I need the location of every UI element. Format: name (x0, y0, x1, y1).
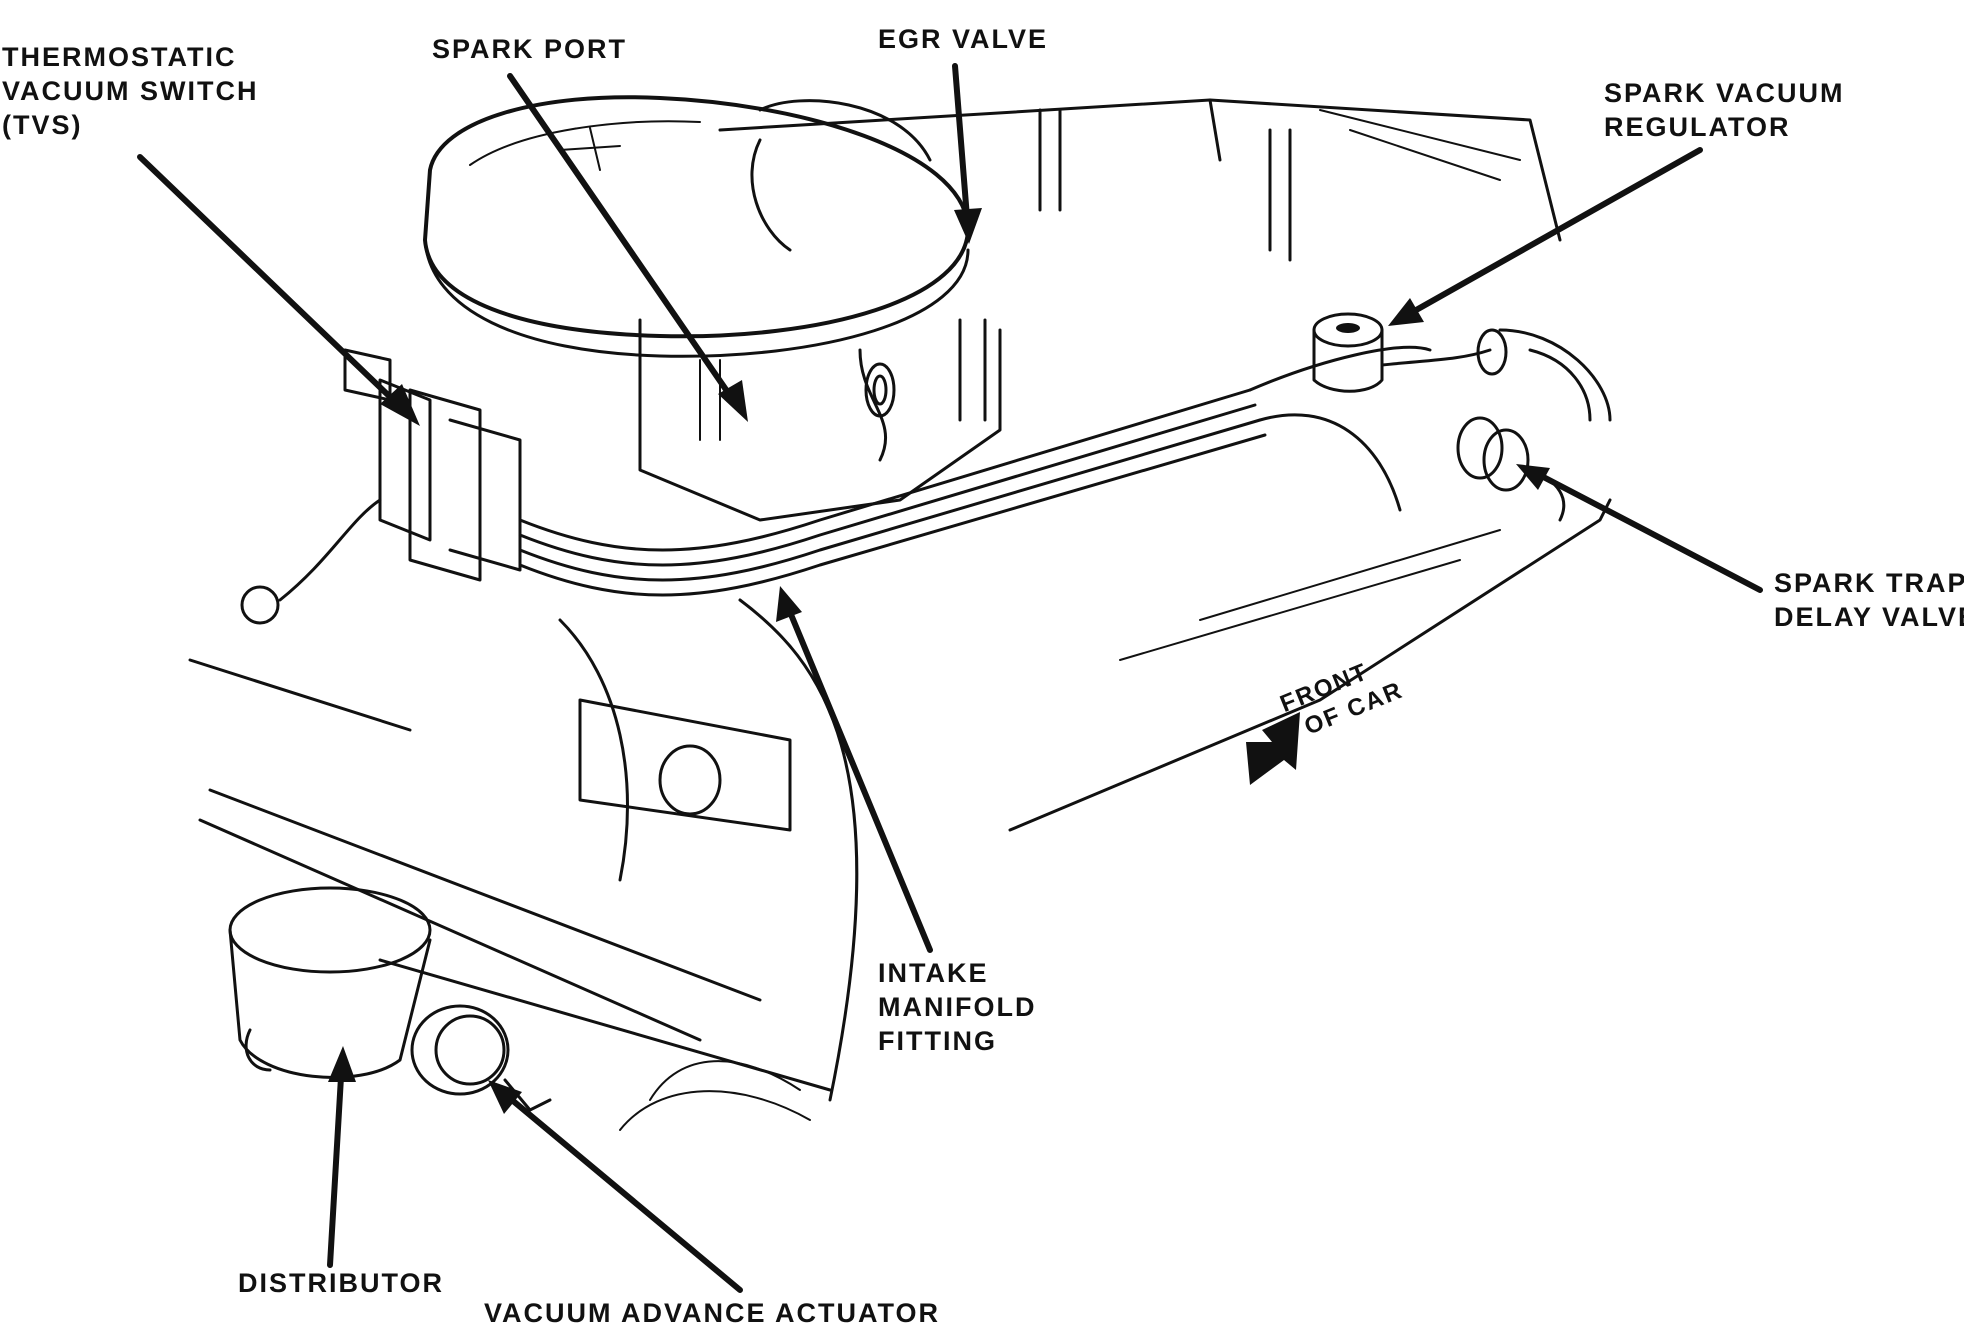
carburetor (638, 318, 1002, 522)
tvs-label: THERMOSTATIC VACUUM SWITCH (TVS) (2, 40, 258, 142)
front-of-car-arrow (1246, 712, 1300, 785)
radiator-support (1008, 498, 1612, 832)
spark-vacuum-regulator (1312, 312, 1508, 393)
air-cleaner (423, 95, 971, 358)
spark-port-label: SPARK PORT (432, 34, 628, 64)
tvs-label-line-1: THERMOSTATIC (2, 42, 237, 72)
tvs-switch (240, 348, 522, 625)
spark-vacuum-regulator-label: SPARK VACUUM REGULATOR (1604, 76, 1845, 144)
spark-vacuum-regulator-label-line-2: REGULATOR (1604, 112, 1791, 142)
distributor (228, 886, 552, 1112)
spark-trap-delay-valve-label: SPARK TRAP DELAY VALVE (1774, 566, 1964, 634)
intake-manifold-fitting-label-line-3: FITTING (878, 1026, 997, 1056)
frame-rails (188, 598, 859, 1131)
fender-right (718, 98, 1612, 422)
vacuum-advance-actuator-label: VACUUM ADVANCE ACTUATOR (484, 1298, 940, 1328)
leader-lines (137, 63, 1763, 1293)
tvs-label-line-3: (TVS) (2, 110, 83, 140)
intake-manifold-fitting-label: INTAKE MANIFOLD FITTING (878, 956, 1036, 1058)
spark-trap-delay-valve-label-line-1: SPARK TRAP (1774, 568, 1964, 598)
intake-manifold-fitting-label-line-2: MANIFOLD (878, 992, 1037, 1022)
distributor-label: DISTRIBUTOR (238, 1268, 445, 1298)
egr-valve-label: EGR VALVE (878, 24, 1049, 54)
intake-manifold-fitting-label-line-1: INTAKE (878, 958, 989, 988)
vacuum-line-bundle (518, 345, 1432, 597)
tvs-label-line-2: VACUUM SWITCH (2, 76, 259, 106)
spark-vacuum-regulator-label-line-1: SPARK VACUUM (1604, 78, 1845, 108)
spark-trap-delay-valve-label-line-2: DELAY VALVE (1774, 602, 1964, 632)
